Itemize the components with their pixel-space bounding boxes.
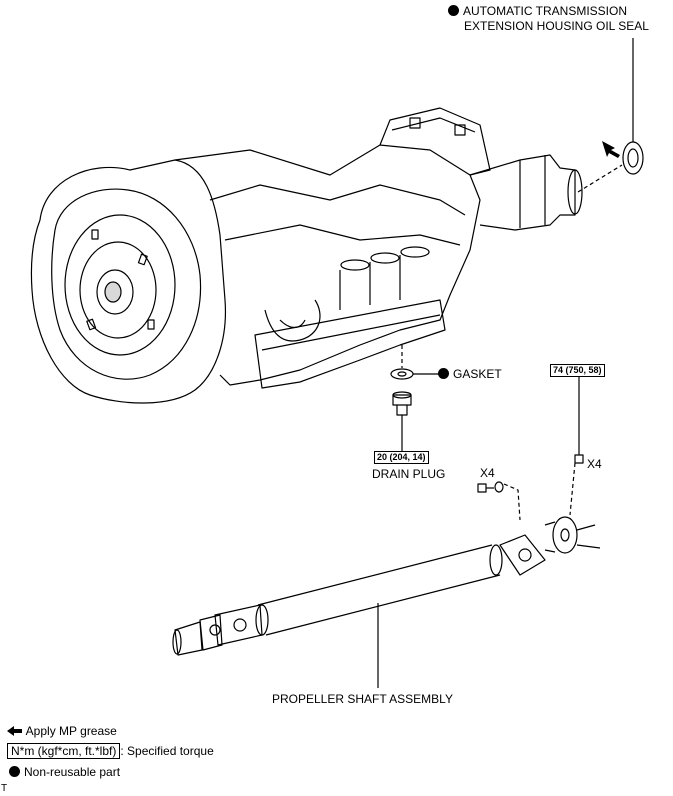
- oil-seal-label: AUTOMATIC TRANSMISSION: [448, 4, 627, 18]
- flange-torque-box: 74 (750, 58): [550, 364, 605, 377]
- propeller-shaft-part: [172, 516, 601, 656]
- legend-grease: Apply MP grease: [7, 724, 117, 738]
- grease-arrow-icon: [7, 726, 22, 736]
- non-reusable-dot-icon: [438, 368, 449, 379]
- oil-seal-part: [622, 141, 644, 175]
- non-reusable-dot-icon: [448, 5, 459, 16]
- oil-seal-label-line2: EXTENSION HOUSING OIL SEAL: [464, 19, 649, 33]
- drain-plug-label: DRAIN PLUG: [372, 467, 446, 481]
- gasket-label: GASKET: [438, 367, 502, 381]
- drain-torque-box: 20 (204, 14): [374, 451, 429, 464]
- drain-plug-part: [392, 391, 412, 416]
- legend-torque: N*m (kgf*cm, ft.*lbf): Specified torque: [7, 743, 214, 759]
- gasket-part: [390, 368, 414, 380]
- transmission-assembly: [30, 107, 583, 404]
- torque-legend-box: N*m (kgf*cm, ft.*lbf): [7, 743, 121, 759]
- grease-arrow-icon: [602, 141, 620, 158]
- flange-nut-part: [574, 454, 584, 464]
- legend-nonreusable: Non-reusable part: [9, 765, 120, 779]
- x4-bolts-label: X4: [480, 466, 495, 480]
- non-reusable-dot-icon: [9, 766, 20, 777]
- flange-bolt-part: [477, 481, 504, 493]
- propeller-label: PROPELLER SHAFT ASSEMBLY: [272, 692, 453, 706]
- corner-code: T: [1, 783, 8, 794]
- x4-nuts-label: X4: [587, 457, 602, 471]
